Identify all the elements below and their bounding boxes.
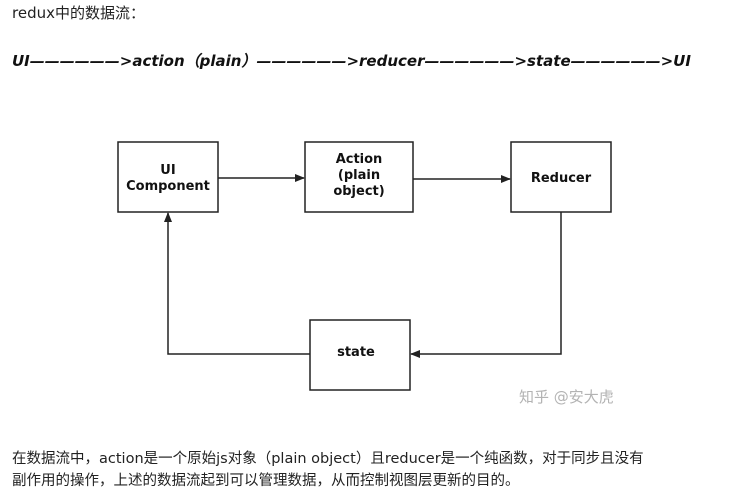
state-box: [309, 319, 411, 391]
paragraph-line-1: 在数据流中，action是一个原始js对象（plain object）且redu…: [12, 451, 644, 467]
reducer-box: [510, 141, 612, 213]
ui-component-box: [117, 141, 219, 213]
arrow-state-to-ui: [164, 212, 310, 355]
page-heading: redux中的数据流：: [12, 4, 145, 22]
zhihu-watermark: 知乎 @安大虎: [519, 388, 614, 406]
arrow-reducer-to-state: [410, 212, 562, 358]
reducer-label: Reducer: [531, 171, 592, 186]
action-label-line-2: (plain: [338, 168, 380, 183]
ui-component-label-line-1: UI: [160, 163, 175, 178]
explanation-paragraph: 在数据流中，action是一个原始js对象（plain object）且redu…: [12, 448, 732, 492]
state-label: state: [337, 345, 375, 360]
action-label-line-1: Action: [336, 152, 383, 167]
action-box: [304, 141, 414, 213]
ui-component-label-line-2: Component: [126, 179, 210, 194]
paragraph-line-2: 副作用的操作，上述的数据流起到可以管理数据，从而控制视图层更新的目的。: [12, 473, 520, 489]
flow-summary-line: UI——————>action（plain）——————>reducer————…: [12, 52, 691, 70]
action-label-line-3: object): [333, 184, 384, 199]
